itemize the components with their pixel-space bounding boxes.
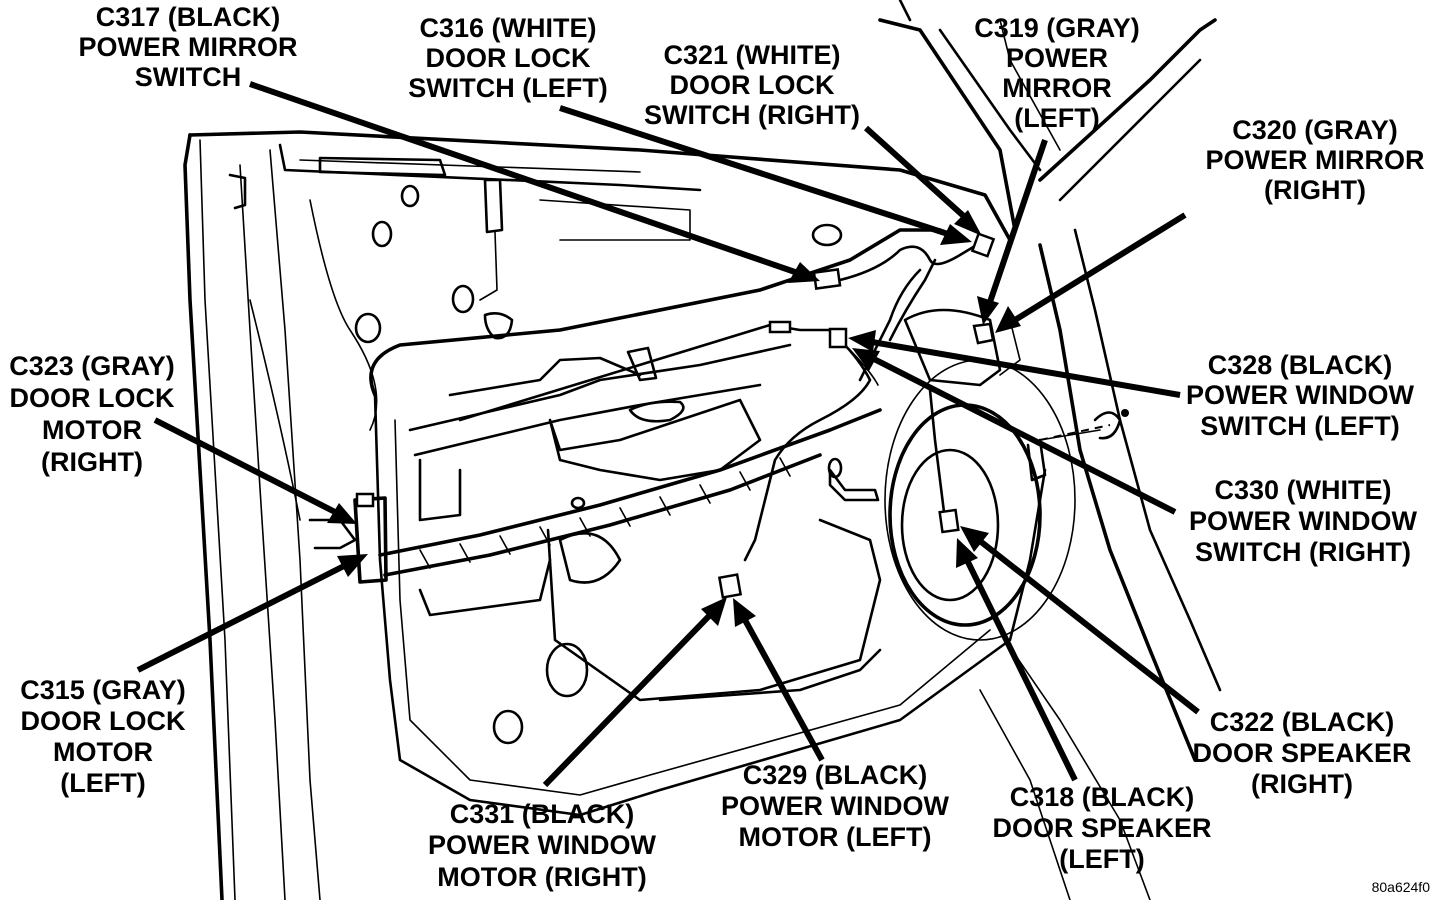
callout-c315-line2: DOOR LOCK [21,706,186,736]
figure-reference: 80a624f0 [1372,879,1431,895]
callout-c315: C315 (GRAY) DOOR LOCK MOTOR (LEFT) [20,675,186,798]
callout-c320: C320 (GRAY) POWER MIRROR (RIGHT) [1206,115,1425,205]
callout-c322: C322 (BLACK) DOOR SPEAKER (RIGHT) [1192,707,1411,799]
callout-c321-line1: C321 (WHITE) [663,40,840,70]
callout-c318-line3: (LEFT) [1059,844,1144,874]
callout-c328: C328 (BLACK) POWER WINDOW SWITCH (LEFT) [1186,350,1414,441]
callout-c319: C319 (GRAY) POWER MIRROR (LEFT) [974,13,1140,133]
callout-c317-line1: C317 (BLACK) [96,2,281,32]
callout-c321-line3: SWITCH (RIGHT) [644,100,860,130]
callout-c330-line1: C330 (WHITE) [1214,475,1391,505]
callout-c321-line2: DOOR LOCK [670,70,835,100]
callout-c330: C330 (WHITE) POWER WINDOW SWITCH (RIGHT) [1189,475,1417,567]
callout-c329-line3: MOTOR (LEFT) [739,822,932,852]
leader-lines [136,81,1200,788]
callout-c323: C323 (GRAY) DOOR LOCK MOTOR (RIGHT) [9,351,175,477]
callout-c322-line1: C322 (BLACK) [1210,707,1395,737]
callout-c318-line1: C318 (BLACK) [1010,782,1195,812]
callout-c315-line4: (LEFT) [60,768,145,798]
callout-c320-line3: (RIGHT) [1264,175,1366,205]
callout-c315-line3: MOTOR [53,737,153,767]
callout-c331-line2: POWER WINDOW [428,830,656,860]
callout-c322-line3: (RIGHT) [1251,769,1353,799]
callout-c329-line2: POWER WINDOW [721,791,949,821]
callout-c317-line2: POWER MIRROR [79,32,298,62]
callout-c328-line1: C328 (BLACK) [1208,350,1393,380]
callout-c323-line1: C323 (GRAY) [9,351,175,381]
callout-c323-line3: MOTOR [42,415,142,445]
callout-c319-line2: POWER [1006,43,1108,73]
callout-c316-line1: C316 (WHITE) [419,13,596,43]
callout-c329: C329 (BLACK) POWER WINDOW MOTOR (LEFT) [721,760,949,852]
callout-c330-line2: POWER WINDOW [1189,506,1417,536]
callout-c315-line1: C315 (GRAY) [20,675,186,705]
callout-c323-line2: DOOR LOCK [10,383,175,413]
callout-c331: C331 (BLACK) POWER WINDOW MOTOR (RIGHT) [428,799,656,892]
callout-c331-line1: C331 (BLACK) [450,799,635,829]
callout-c318-line2: DOOR SPEAKER [992,813,1211,843]
callout-c319-line4: (LEFT) [1014,103,1099,133]
callout-c316-line3: SWITCH (LEFT) [408,73,607,103]
callout-c319-line1: C319 (GRAY) [974,13,1140,43]
door-illustration [183,0,1222,900]
callout-c322-line2: DOOR SPEAKER [1192,738,1411,768]
callout-c318: C318 (BLACK) DOOR SPEAKER (LEFT) [992,782,1211,874]
callout-c329-line1: C329 (BLACK) [743,760,928,790]
callout-c317: C317 (BLACK) POWER MIRROR SWITCH [79,2,298,92]
callout-c319-line3: MIRROR [1002,73,1112,103]
callout-c331-line3: MOTOR (RIGHT) [437,862,646,892]
callout-c316: C316 (WHITE) DOOR LOCK SWITCH (LEFT) [408,13,607,103]
callout-c321: C321 (WHITE) DOOR LOCK SWITCH (RIGHT) [644,40,860,130]
callout-c330-line3: SWITCH (RIGHT) [1195,537,1411,567]
callout-c317-line3: SWITCH [135,62,241,92]
callout-c320-line1: C320 (GRAY) [1232,115,1398,145]
callout-c316-line2: DOOR LOCK [426,43,591,73]
callout-c328-line3: SWITCH (LEFT) [1200,411,1399,441]
callout-c328-line2: POWER WINDOW [1186,380,1414,410]
callout-c323-line4: (RIGHT) [41,447,143,477]
callout-c320-line2: POWER MIRROR [1206,145,1425,175]
